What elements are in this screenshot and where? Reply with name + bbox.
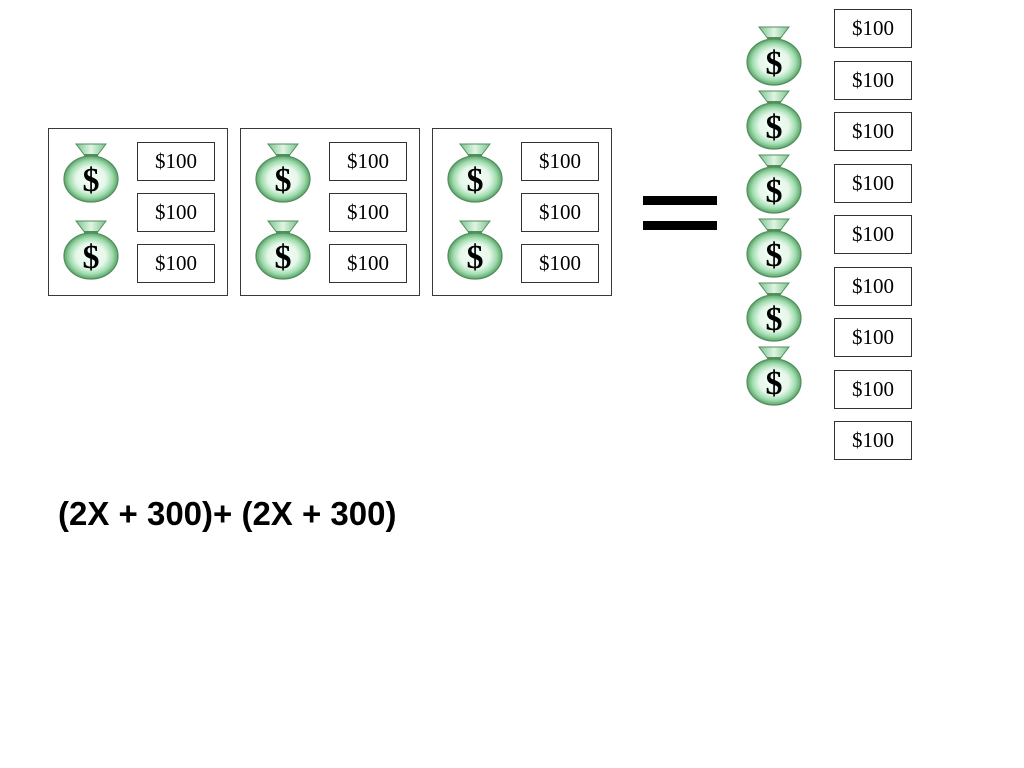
dollar-sign: $ <box>766 109 783 146</box>
bill-100: $100 <box>137 244 215 283</box>
bill-100: $100 <box>834 369 912 409</box>
bill-100: $100 <box>834 60 912 100</box>
bill-100: $100 <box>834 266 912 306</box>
dollar-sign: $ <box>275 239 292 276</box>
bill-100: $100 <box>137 193 215 232</box>
money-bag-icon: $ <box>743 88 805 150</box>
dollar-sign: $ <box>467 162 484 199</box>
bill-100: $100 <box>521 244 599 283</box>
money-bag-icon: $ <box>743 344 805 406</box>
dollar-sign: $ <box>766 45 783 82</box>
group-box-3: $ $ $100 $100 $100 <box>432 128 612 296</box>
group-box-1: $ $ $100 $100 $100 <box>48 128 228 296</box>
expression-text: (2X + 300)+ (2X + 300) <box>58 495 397 532</box>
dollar-sign: $ <box>83 239 100 276</box>
bill-100: $100 <box>834 421 912 460</box>
bill-100: $100 <box>834 318 912 357</box>
money-bag-icon: $ <box>252 218 314 280</box>
bill-100: $100 <box>329 244 407 283</box>
dollar-sign: $ <box>83 162 100 199</box>
money-bag-icon: $ <box>743 152 805 214</box>
bill-100: $100 <box>521 142 599 181</box>
bill-100: $100 <box>521 193 599 232</box>
equals-sign <box>643 196 717 230</box>
bill-100: $100 <box>834 9 912 48</box>
bill-100: $100 <box>329 193 407 232</box>
bill-100: $100 <box>834 215 912 254</box>
dollar-sign: $ <box>766 173 783 210</box>
money-bag-icon: $ <box>444 218 506 280</box>
dollar-sign: $ <box>467 239 484 276</box>
money-bag-icon: $ <box>444 141 506 203</box>
dollar-sign: $ <box>766 237 783 274</box>
equals-bar-bottom <box>643 221 717 230</box>
bill-100: $100 <box>137 142 215 181</box>
money-bag-icon: $ <box>743 24 805 86</box>
money-bag-icon: $ <box>743 216 805 278</box>
bill-100: $100 <box>834 112 912 151</box>
money-bag-icon: $ <box>60 141 122 203</box>
equals-bar-top <box>643 196 717 205</box>
bill-100: $100 <box>329 142 407 181</box>
dollar-sign: $ <box>766 365 783 402</box>
money-bag-icon: $ <box>252 141 314 203</box>
money-bag-icon: $ <box>60 218 122 280</box>
money-bag-icon: $ <box>743 280 805 342</box>
dollar-sign: $ <box>766 301 783 338</box>
dollar-sign: $ <box>275 162 292 199</box>
group-box-2: $ $ $100 $100 $100 <box>240 128 420 296</box>
bill-100: $100 <box>834 163 912 203</box>
